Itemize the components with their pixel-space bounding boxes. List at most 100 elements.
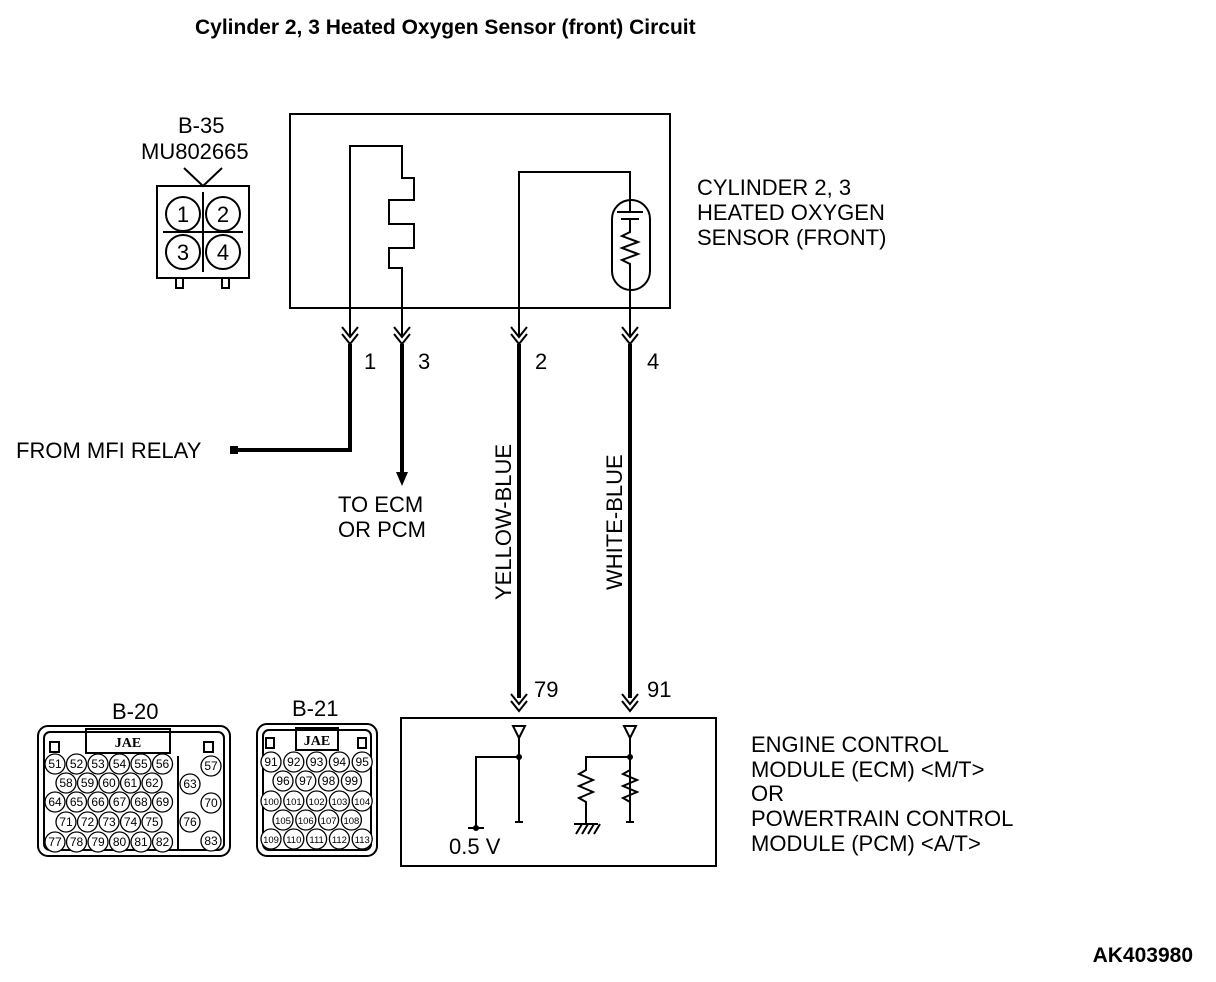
connector-pin-number: 96: [276, 774, 290, 788]
input-triangle-icon: [511, 725, 527, 741]
connector-pin: [151, 831, 174, 853]
connector-b35-id: B-35: [178, 113, 224, 138]
connector-pin-number: 94: [333, 755, 347, 769]
connector-pin-number: 81: [134, 835, 148, 849]
connector-pin: [179, 773, 201, 795]
connector-pin-number: 63: [183, 777, 197, 791]
connector-pin: [351, 790, 373, 812]
connector-pin: [200, 792, 222, 814]
connector-b20-body: [37, 725, 231, 857]
module-input-line: [515, 738, 523, 823]
connector-pin: [130, 791, 152, 813]
connector-pin: [283, 828, 305, 850]
module-label-line: MODULE (PCM) <A/T>: [751, 831, 981, 856]
connector-pin: [55, 811, 77, 833]
connector-pin: [200, 830, 222, 852]
connector-pin: [328, 790, 351, 812]
connector-pin: [65, 831, 88, 853]
sensor-label-line: HEATED OXYGEN: [697, 200, 885, 225]
connector-pin-number: 82: [156, 835, 170, 849]
connector-pin: [76, 772, 99, 794]
pin-number: 4: [647, 349, 659, 374]
connector-pin: [272, 809, 294, 831]
connector-pin-number: 106: [298, 816, 314, 827]
connector-pin: [87, 831, 109, 853]
sensor-outline: [289, 113, 671, 309]
connector-pin-number: 83: [204, 834, 218, 848]
connector-pin: [328, 751, 351, 773]
sensor-resistor-icon: [619, 219, 641, 336]
connector-pin-number: 57: [204, 759, 218, 773]
connector-pin-number: 92: [287, 755, 301, 769]
connector-pin: [305, 790, 328, 812]
pin-number: 1: [364, 349, 376, 374]
connector-pin: [44, 831, 66, 853]
sensor-signal-line: [518, 171, 631, 336]
pulldown-resistor-icon: [576, 756, 630, 824]
connector-pin-number: 77: [48, 835, 62, 849]
connector-pin-number: 73: [102, 815, 116, 829]
connector-pin-number: 102: [309, 797, 325, 808]
sensor-label-line: SENSOR (FRONT): [697, 225, 886, 250]
module-input-line: [626, 738, 634, 823]
connector-pin: [340, 770, 363, 792]
connector-b35-pin: 4: [217, 240, 229, 265]
connector-pin: [295, 770, 317, 792]
connector-pin-number: 76: [183, 815, 197, 829]
connector-pin: [119, 811, 142, 833]
connector-pin-number: 51: [48, 757, 62, 771]
connector-b35-pin: 2: [217, 202, 229, 227]
connector-pin: [351, 751, 373, 773]
connector-pin-number: 71: [59, 815, 73, 829]
pin-arrows: [341, 326, 639, 346]
from-relay-label: FROM MFI RELAY: [16, 438, 202, 463]
connector-b21-brand: JAE: [304, 734, 330, 749]
connector-b35-pin: 3: [177, 240, 189, 265]
oxygen-sensor-box: [289, 113, 671, 336]
connector-b20-brand-plate: [85, 728, 171, 754]
heater-element: [349, 145, 415, 336]
connector-pin-number: 109: [263, 835, 279, 846]
diagram-title: Cylinder 2, 3 Heated Oxygen Sensor (fron…: [195, 16, 696, 39]
pin-number: 3: [418, 349, 430, 374]
connector-pin-number: 69: [156, 795, 170, 809]
connector-pin-number: 64: [48, 795, 62, 809]
connector-pin: [108, 791, 131, 813]
connector-pin: [87, 791, 109, 813]
wire-color-label: WHITE-BLUE: [602, 454, 627, 590]
connector-pin-number: 59: [81, 776, 95, 790]
connector-pin-number: 62: [145, 776, 159, 790]
connector-pin: [44, 753, 66, 775]
connector-pin: [283, 790, 305, 812]
connector-pin: [260, 790, 282, 812]
connector-pin: [76, 811, 99, 833]
connector-pin-number: 95: [356, 755, 370, 769]
module-resistor-icon: [620, 757, 640, 803]
connector-b35-body: [156, 185, 250, 279]
connector-pin-number: 108: [343, 816, 359, 827]
connector-pin-number: 68: [134, 795, 148, 809]
sensor-label-line: CYLINDER 2, 3: [697, 175, 851, 200]
connector-pin-number: 79: [91, 835, 105, 849]
connector-pin-number: 70: [204, 796, 218, 810]
wire-mfi-relay: [238, 344, 352, 452]
connector-pin-number: 97: [299, 774, 313, 788]
connector-pin: [179, 811, 201, 833]
connector-pin-number: 58: [59, 776, 73, 790]
connector-pin-number: 98: [322, 774, 336, 788]
connector-pin: [119, 772, 142, 794]
pin-arrows: [621, 693, 639, 713]
connector-pin-number: 91: [264, 755, 278, 769]
module-label-line: ENGINE CONTROL: [751, 732, 949, 757]
module-outline: [400, 717, 717, 867]
module-label-line: OR: [751, 781, 784, 806]
connector-pin-number: 67: [113, 795, 127, 809]
connector-pin-number: 66: [91, 795, 105, 809]
voltage-label: 0.5 V: [449, 834, 501, 859]
connector-latch-icon: [183, 167, 223, 188]
module-pin-number: 91: [647, 677, 671, 702]
connector-pin: [141, 772, 163, 794]
connector-pin: [65, 791, 88, 813]
